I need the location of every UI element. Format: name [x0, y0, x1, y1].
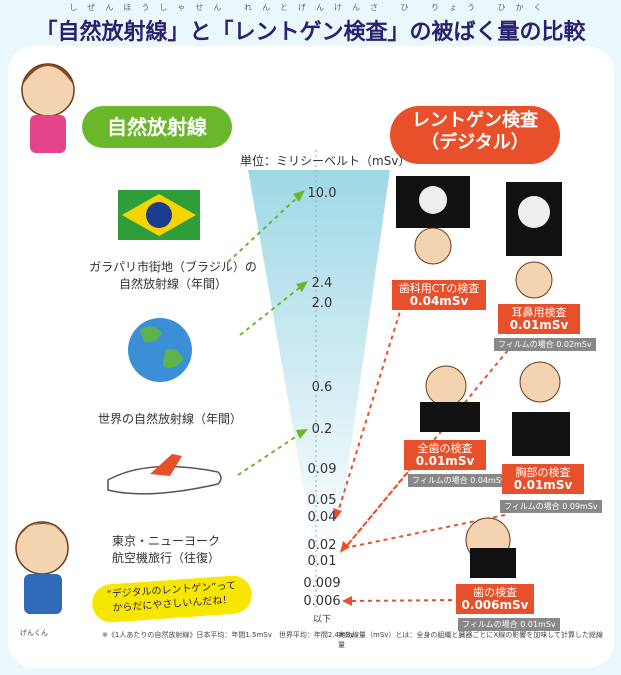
heading-natural: 自然放射線: [82, 106, 232, 148]
xray-girls: [396, 176, 570, 578]
signature: げんくん: [20, 629, 48, 637]
card-chest: 胸部の検査 0.01mSv: [502, 464, 584, 494]
scale-value: 0.01: [307, 554, 337, 569]
film-note: フィルムの場合 0.04mSv: [408, 474, 510, 487]
label-world-line1: 世界の自然放射線（年間）: [97, 412, 242, 426]
scale-value: 0.02: [307, 538, 337, 553]
film-note: フィルムの場合 0.09mSv: [500, 500, 602, 513]
label-flight: 東京・ニューヨーク 航空機旅行（往復）: [86, 532, 246, 566]
label-brazil-line2: 自然放射線（年間）: [118, 277, 227, 291]
label-world: 世界の自然放射線（年間）: [80, 410, 260, 427]
scale-value: 0.006: [303, 594, 341, 609]
card-dose: 0.01mSv: [513, 478, 573, 492]
unit-label: 単位：ミリシーベルト（mSv）: [240, 154, 411, 168]
title-ruby: しぜんほうしゃせん れんとげんけんさ ひ りょう ひかく: [69, 3, 552, 12]
chest-xray: [512, 412, 570, 456]
card-name: 全歯の検査: [417, 442, 473, 455]
scale-value: 0.09: [307, 462, 337, 477]
scale-value: 0.009: [303, 576, 341, 591]
card-name: 歯科用CTの検査: [398, 282, 480, 295]
film-note: フィルムの場合 0.01mSv: [458, 618, 560, 631]
scale-value: 0.05: [307, 493, 337, 508]
scale-value: 2.4: [311, 276, 333, 291]
arrow-flight: [237, 431, 304, 476]
card-full-teeth: 全歯の検査 0.01mSv: [404, 440, 486, 470]
card-dose: 0.01mSv: [415, 454, 475, 468]
card-name: 胸部の検査: [515, 466, 571, 479]
card-tooth: 歯の検査 0.006mSv: [456, 584, 534, 614]
arrow-brazil: [227, 194, 301, 263]
card-name: 耳鼻用検査: [511, 306, 567, 319]
card-ent: 耳鼻用検査 0.01mSv: [498, 304, 580, 334]
heading-xray-line1: レントゲン検査: [412, 110, 538, 131]
card-dental-ct: 歯科用CTの検査 0.04mSv: [392, 280, 486, 310]
scale-value: 0.2: [311, 422, 333, 437]
card-dose: 0.04mSv: [409, 294, 469, 308]
label-flight-line2: 航空機旅行（往復）: [111, 551, 220, 565]
heading-xray-line2: （デジタル）: [421, 132, 529, 153]
boy-character-icon: [15, 521, 69, 575]
scale-value: 0.04: [307, 510, 337, 525]
label-brazil: ガラパリ市街地（ブラジル）の 自然放射線（年間）: [68, 258, 278, 292]
footnote-left: ※《1人あたりの自然放射線》日本平均：年間1.5mSv 世界平均：年間2.4mS…: [102, 631, 355, 639]
airplane-icon: [107, 465, 222, 495]
page-title: 「自然放射線」と「レントゲン検査」の被ばく量の比較: [35, 20, 586, 45]
card-name: 歯の検査: [473, 586, 517, 599]
tooth-xray: [470, 548, 516, 578]
scale-value: 10.0: [307, 186, 337, 201]
heading-xray: レントゲン検査 （デジタル）: [390, 106, 560, 164]
scale-value: 2.0: [311, 296, 333, 311]
footnote-right: 実効線量（mSv）とは：全身の組織と臓器ごとにX線の影響を加味して計算した総線量: [338, 631, 603, 649]
girl-character-icon: [21, 63, 75, 117]
arrow-world: [239, 284, 304, 336]
label-flight-line1: 東京・ニューヨーク: [111, 534, 220, 548]
scale-value: 0.6: [311, 380, 333, 395]
card-dose: 0.01mSv: [509, 318, 569, 332]
label-brazil-line1: ガラパリ市街地（ブラジル）の: [89, 260, 257, 274]
film-note: フィルムの場合 0.02mSv: [494, 338, 596, 351]
card-dose: 0.006mSv: [461, 598, 529, 612]
funnel-shape: [248, 170, 390, 560]
teeth-xray: [420, 402, 480, 432]
earth-icon: [128, 318, 192, 382]
scale-below: 以下: [312, 615, 331, 625]
